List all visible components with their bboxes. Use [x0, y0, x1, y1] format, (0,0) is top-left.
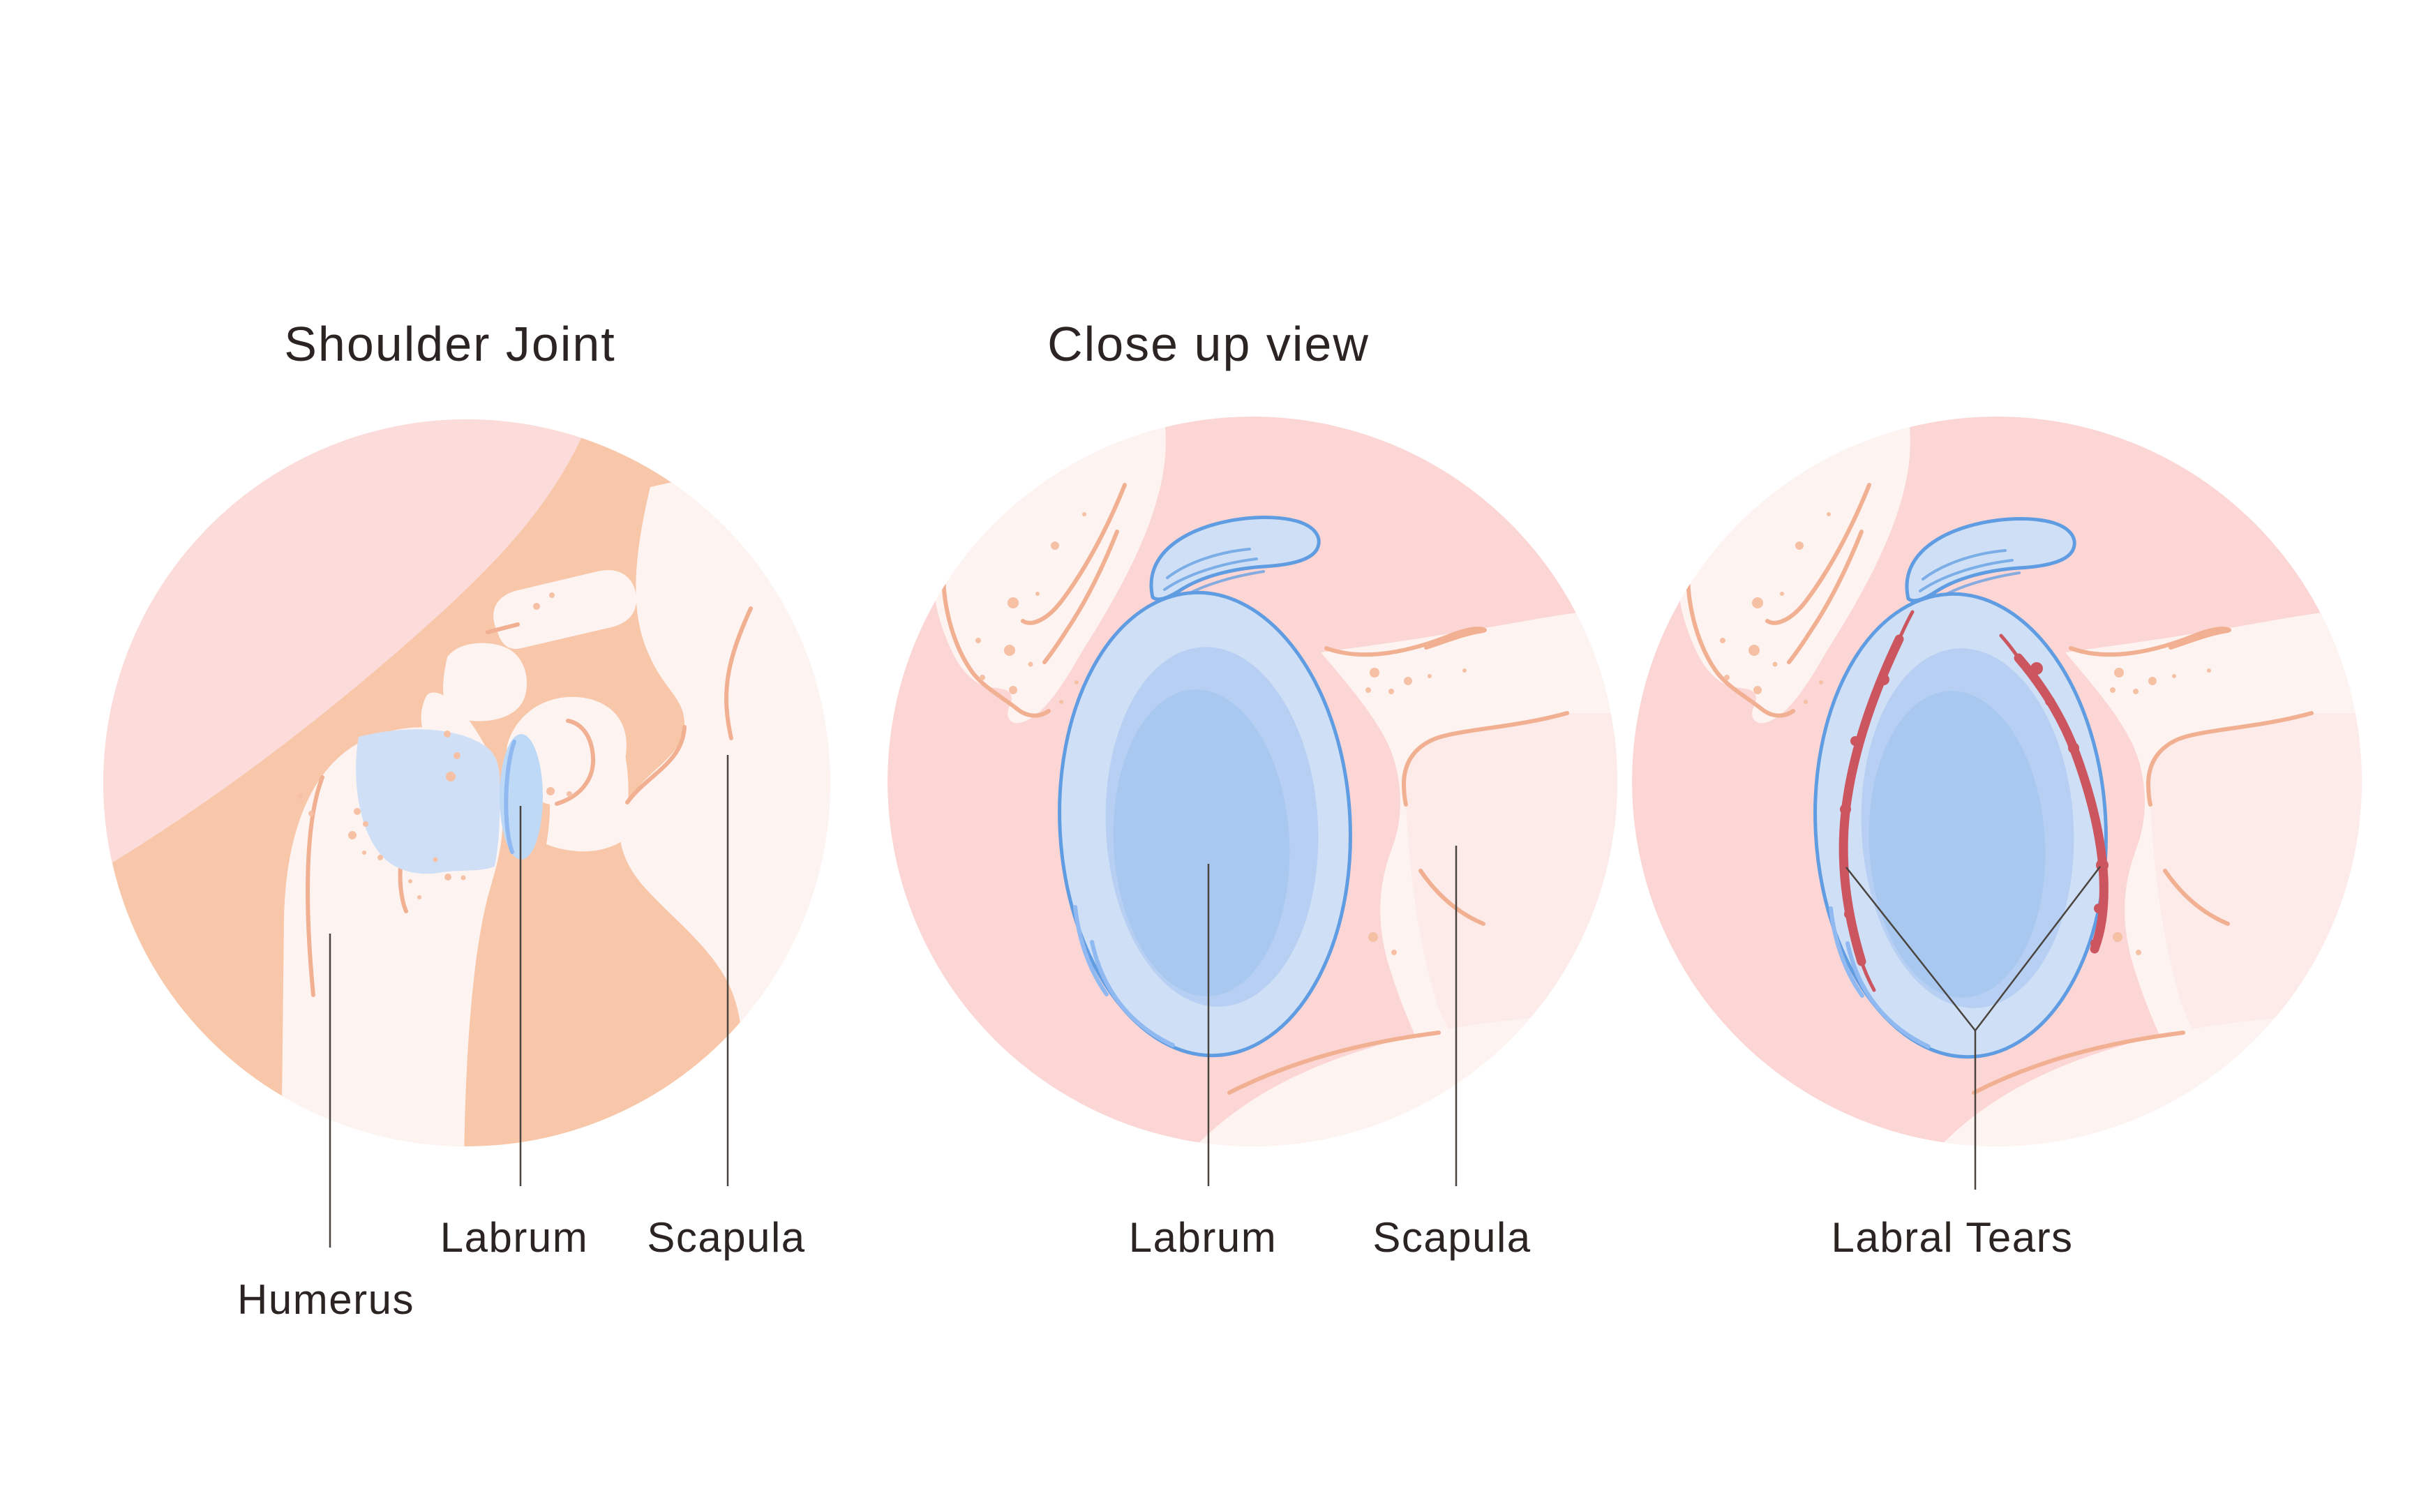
acromion — [443, 643, 527, 721]
labral-tears-label: Labral Tears — [1831, 1214, 2074, 1261]
labral-tear-left — [1838, 610, 1915, 992]
bone-freckles — [298, 592, 572, 899]
leader-line-labral-tears — [1845, 866, 2101, 1190]
shoulder-joint-figure — [103, 419, 830, 1248]
scapula-edge-stroke — [625, 725, 687, 804]
clavicle-slash — [486, 622, 520, 634]
labral-tears-figure — [1632, 417, 2362, 1190]
scapula-label-1: Scapula — [647, 1214, 806, 1261]
labrum-label-2: Labrum — [1128, 1214, 1278, 1261]
humeral-head-curl — [555, 719, 596, 806]
scapula-label-2: Scapula — [1372, 1214, 1531, 1261]
close-up-figure — [888, 417, 1617, 1186]
close-up-view-title: Close up view — [1047, 317, 1370, 371]
labrum-label-1: Labrum — [440, 1214, 589, 1261]
scapula-blade-stroke — [724, 606, 753, 740]
clavicle-bone — [493, 570, 637, 649]
humerus-label: Humerus — [237, 1276, 414, 1323]
labrum-crescent-stroke — [504, 740, 516, 854]
humerus-shaft-stroke — [306, 775, 324, 997]
glenoid-cartilage — [356, 729, 500, 874]
shoulder-joint-title: Shoulder Joint — [284, 317, 616, 371]
